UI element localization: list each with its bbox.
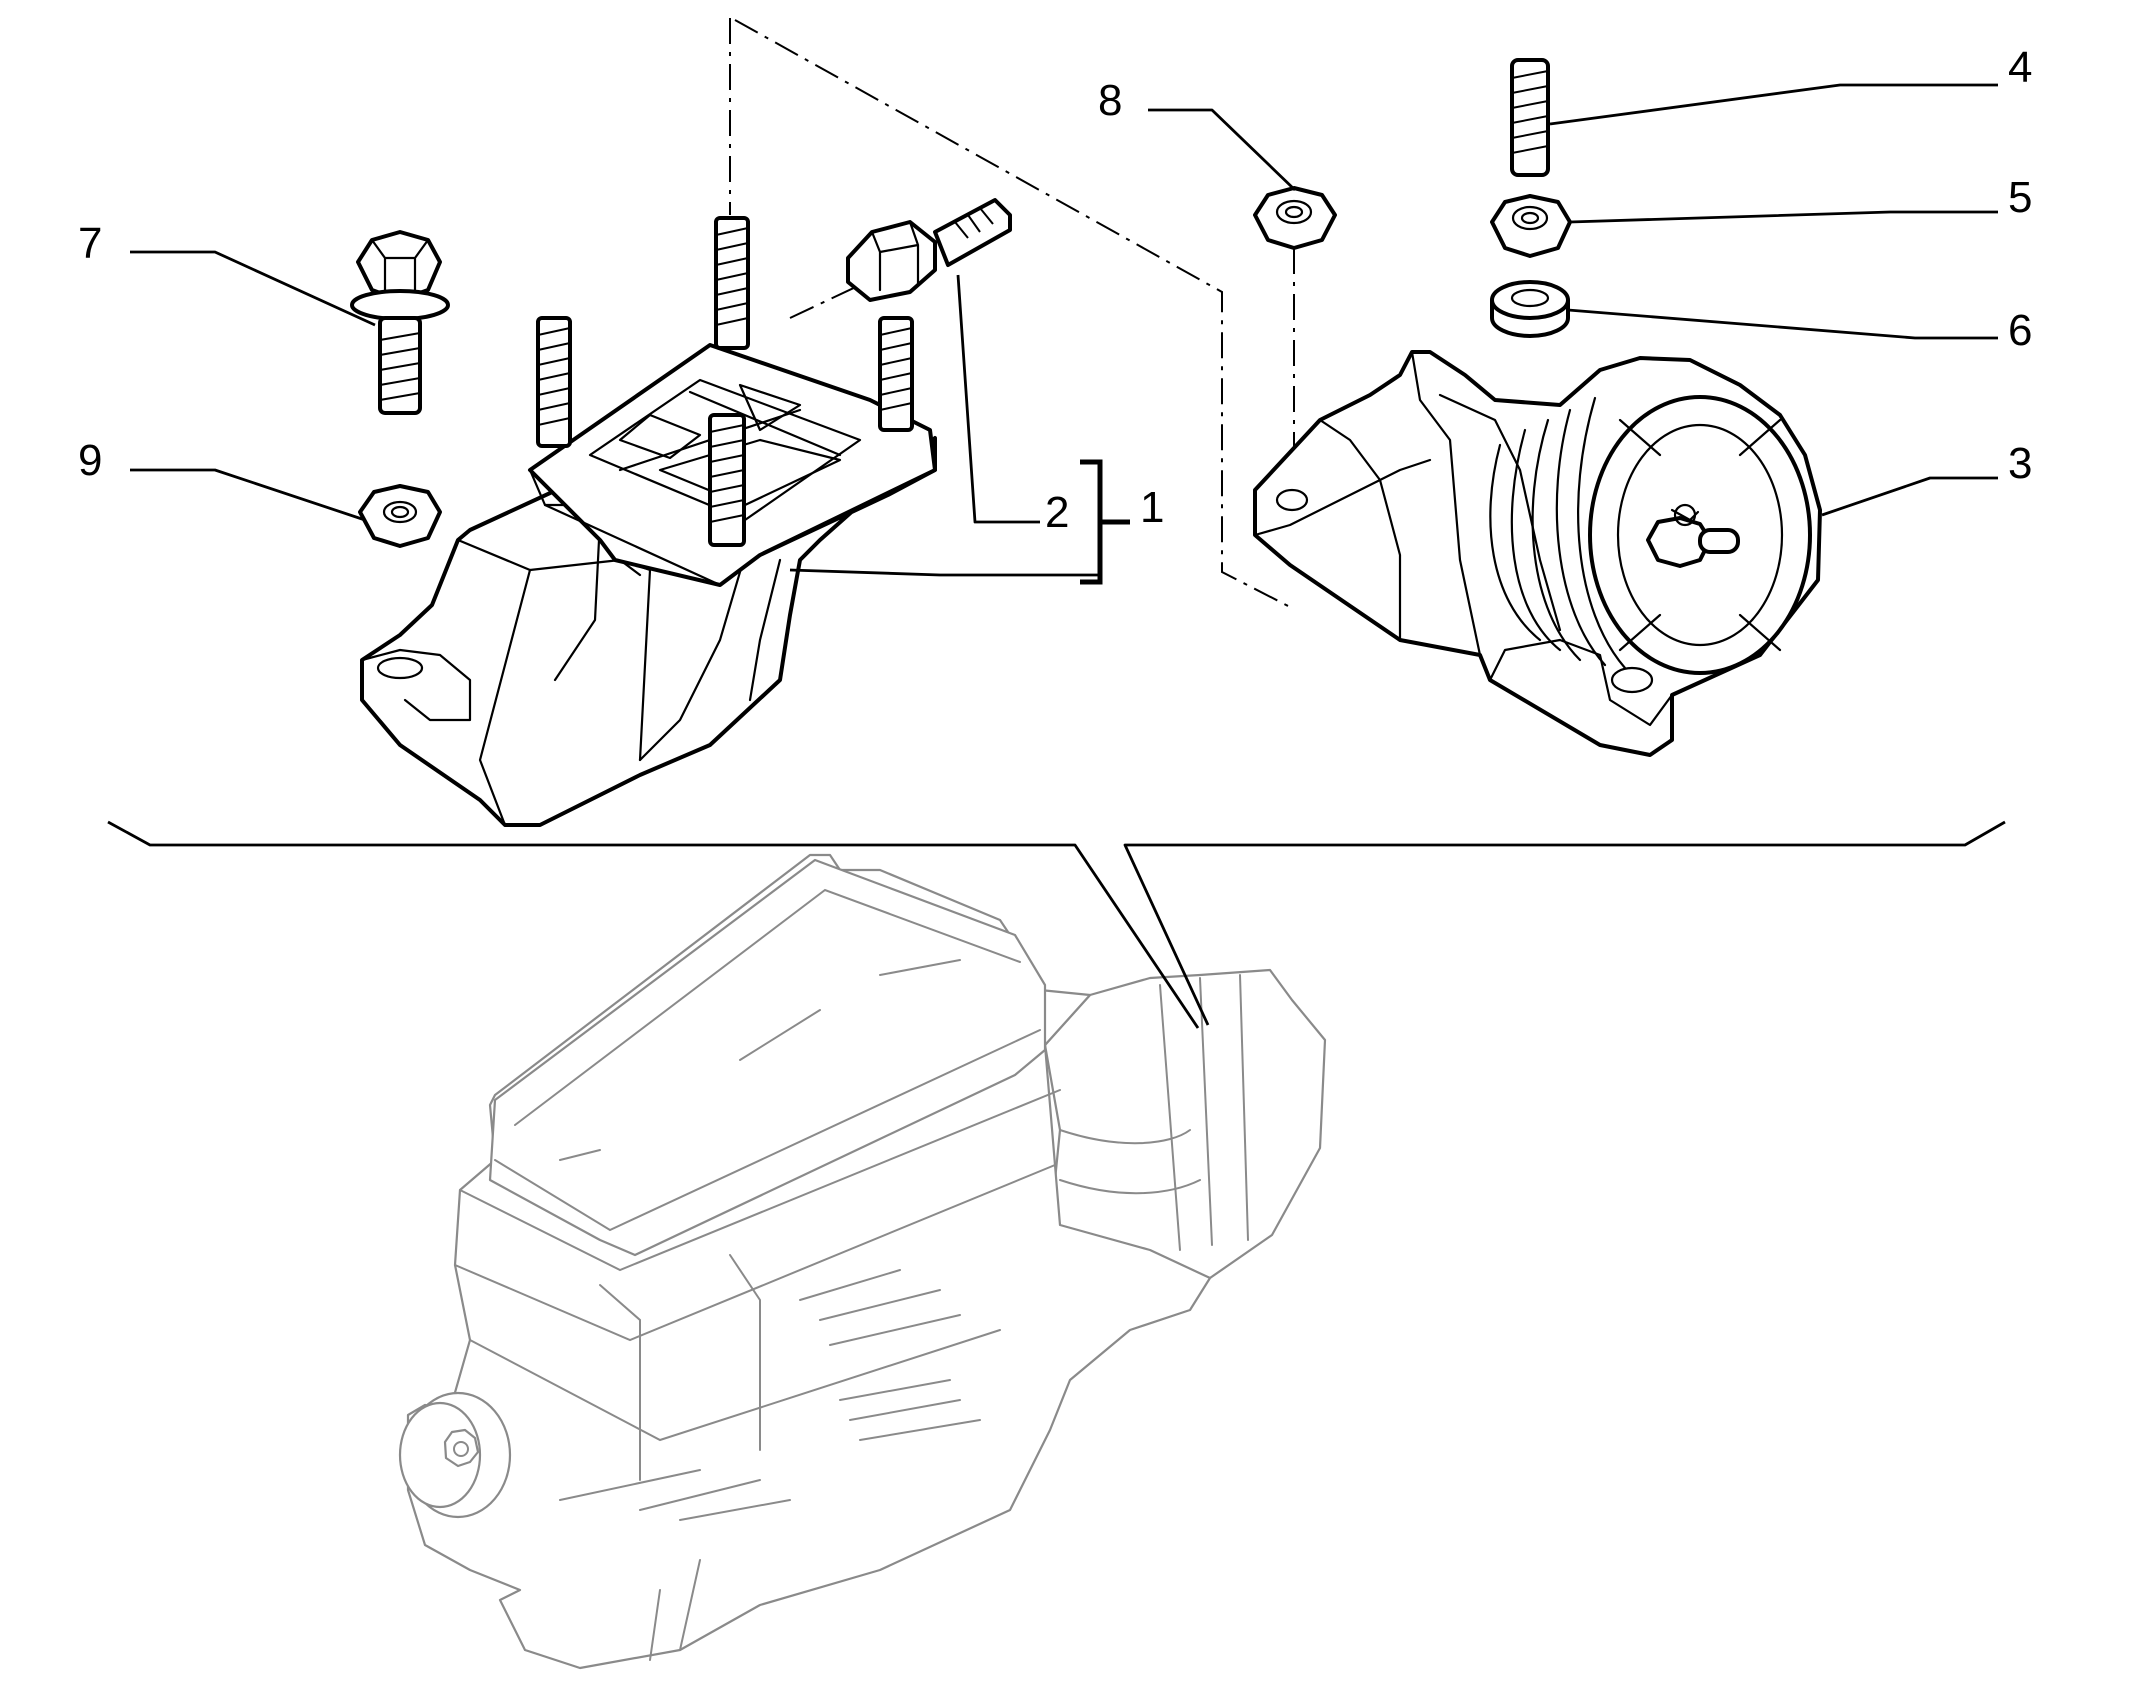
leader-6 bbox=[1567, 308, 1998, 340]
washer bbox=[1490, 280, 1570, 338]
leader-3 bbox=[1821, 476, 1998, 517]
leader-4 bbox=[1549, 83, 1998, 126]
callout-bracket bbox=[1080, 459, 1130, 585]
right-mount bbox=[1253, 350, 1822, 757]
callout-4: 4 bbox=[2008, 43, 2032, 92]
callout-3: 3 bbox=[2008, 439, 2032, 488]
threaded-stud bbox=[1510, 58, 1550, 177]
callout-9: 9 bbox=[78, 436, 102, 485]
hex-nut-8 bbox=[1253, 186, 1337, 250]
hex-nut-9 bbox=[358, 484, 442, 548]
hex-nut-5 bbox=[1490, 194, 1572, 258]
callout-labels: 1 2 3 4 5 6 7 8 9 bbox=[78, 43, 2032, 537]
callout-2: 2 bbox=[1045, 488, 1069, 537]
leader-lines bbox=[130, 83, 1998, 585]
callout-8: 8 bbox=[1098, 76, 1122, 125]
left-mount-bracket bbox=[360, 216, 937, 827]
bracket-studs bbox=[536, 216, 914, 547]
leader-5 bbox=[1569, 210, 1998, 224]
leader-8 bbox=[1148, 108, 1296, 192]
callout-5: 5 bbox=[2008, 173, 2032, 222]
leader-7 bbox=[130, 250, 376, 327]
engine-block bbox=[398, 853, 1327, 1670]
callout-6: 6 bbox=[2008, 306, 2032, 355]
flange-bolt bbox=[350, 230, 450, 415]
hex-stud bbox=[846, 198, 1012, 302]
callout-1: 1 bbox=[1140, 483, 1164, 532]
callout-7: 7 bbox=[78, 219, 102, 268]
leader-9 bbox=[130, 468, 366, 522]
leader-2 bbox=[956, 274, 1040, 524]
zoom-callout bbox=[107, 820, 2006, 1029]
